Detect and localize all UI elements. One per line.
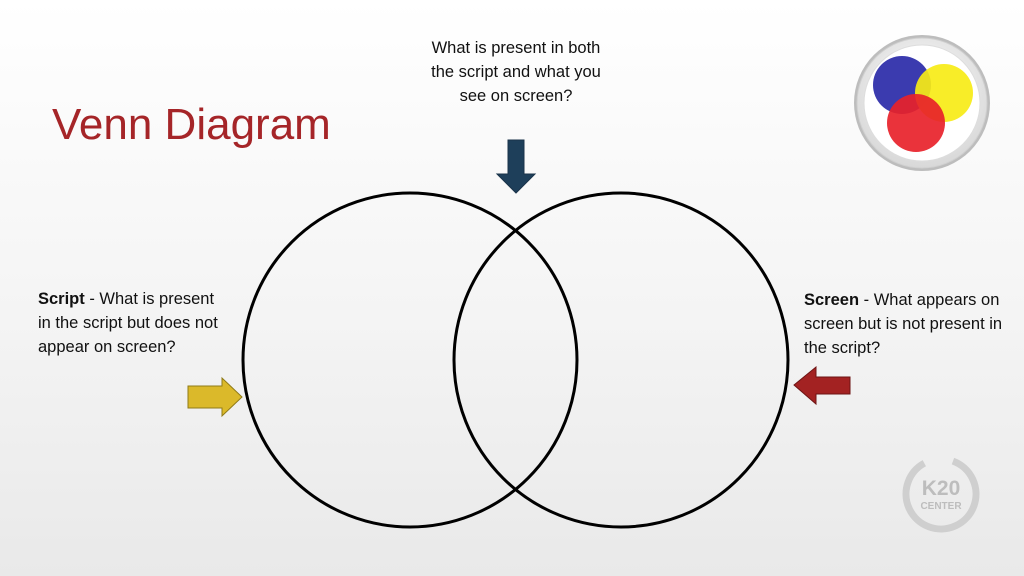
venn-circle-left <box>241 191 579 529</box>
page-title: Venn Diagram <box>52 100 331 149</box>
screen-description: - What appears on screen but is not pres… <box>804 291 1003 357</box>
script-description: - What is present in the script but does… <box>38 290 218 356</box>
left-arrow-icon <box>793 365 851 406</box>
k20-logo-main: K20 <box>922 477 961 500</box>
screen-term: Screen <box>804 291 860 309</box>
color-venn-logo-icon <box>854 35 990 171</box>
script-region-prompt: Script - What is present in the script b… <box>38 287 223 359</box>
k20-center-logo-icon: K20 CENTER <box>902 455 980 533</box>
down-arrow-icon <box>495 139 537 194</box>
venn-circle-right <box>452 191 790 529</box>
right-arrow-icon <box>187 376 243 418</box>
script-term: Script <box>38 290 85 308</box>
k20-logo-sub: CENTER <box>920 501 962 512</box>
shared-region-prompt: What is present in both the script and w… <box>431 39 601 105</box>
screen-region-prompt: Screen - What appears on screen but is n… <box>804 288 1004 360</box>
